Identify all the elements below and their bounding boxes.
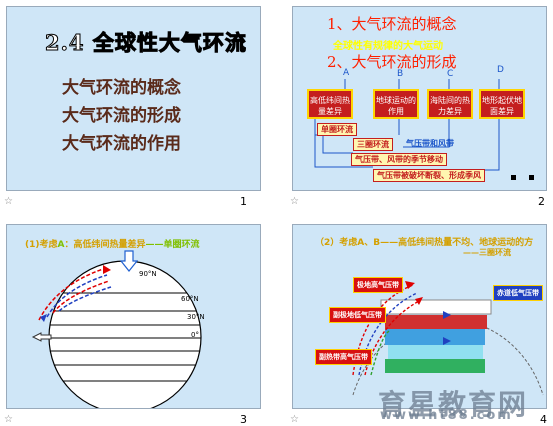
slide-2-thumbnail[interactable]: 1、大气环流的概念 全球性有规律的大气运动 2、大气环流的形成 A B C D … bbox=[292, 6, 547, 191]
slide-1-star-icon[interactable]: ☆ bbox=[4, 196, 13, 207]
slide-2-note-seasonal-shift: 气压带、风带的季节移动 bbox=[351, 153, 447, 166]
slide-2-note-single-cell: 单圈环流 bbox=[317, 123, 357, 136]
slide-2-box-terrain: 地形起伏地面差异 bbox=[479, 89, 525, 119]
watermark-url: www.ht88.com bbox=[380, 408, 513, 423]
slide-3-thumbnail[interactable]: (1)考虑A：高低纬间热量差异——单圈环流 90°N 60°N bbox=[6, 224, 261, 409]
slide-1-line-2: 大气环流的形成 bbox=[62, 106, 181, 126]
slide-2-heading-2: 2、大气环流的形成 bbox=[327, 53, 457, 71]
slide-3-globe-diagram bbox=[31, 250, 202, 408]
slide-1-thumbnail[interactable]: 2.4 全球性大气环流 大气环流的概念 大气环流的形成 大气环流的作用 bbox=[6, 6, 261, 191]
slide-3-heading-a: A bbox=[57, 240, 65, 250]
slide-2-dot-2 bbox=[529, 175, 534, 180]
slide-2-box-land-sea: 海陆间的热力差异 bbox=[427, 89, 473, 119]
slide-3-lat-30: 30°N bbox=[187, 313, 205, 321]
watermark-title: 育星教育网 bbox=[378, 388, 529, 421]
slide-3-number: 3 bbox=[240, 413, 247, 426]
slide-1-number: 1 bbox=[240, 195, 247, 208]
slide-4-label-polar-high: 极地高气压带 bbox=[353, 277, 403, 293]
slide-2-heading-1: 1、大气环流的概念 bbox=[327, 15, 457, 33]
slide-4-three-cell-diagram bbox=[352, 281, 544, 396]
slide-2-box-earth-motion: 地球运动的作用 bbox=[373, 89, 419, 119]
slide-2-label-b: B bbox=[397, 69, 404, 79]
slide-2-dot-1 bbox=[511, 175, 516, 180]
slide-4-heading-tail: ——三圈环流 bbox=[463, 248, 511, 257]
slide-3-heading: (1)考虑A：高低纬间热量差异——单圈环流 bbox=[25, 237, 200, 250]
slide-2-subtitle: 全球性有规律的大气运动 bbox=[333, 41, 443, 52]
slide-3-lat-60: 60°N bbox=[181, 295, 199, 303]
slide-3-star-icon[interactable]: ☆ bbox=[4, 414, 13, 425]
slide-2-number: 2 bbox=[538, 195, 545, 208]
slide-2-label-d: D bbox=[497, 65, 504, 75]
slide-2-note-monsoon: 气压带被破坏断裂、形成季风 bbox=[373, 169, 485, 182]
slide-3-heading-tail: ——单圈环流 bbox=[145, 240, 200, 250]
slide-2-note-three-cell: 三圈环流 bbox=[353, 138, 393, 151]
slide-3-lat-0: 0° bbox=[191, 331, 199, 339]
slide-1-line-1: 大气环流的概念 bbox=[62, 78, 181, 98]
slide-1-title: 2.4 全球性大气环流 bbox=[45, 30, 247, 56]
slide-2-note-belts: 气压带和风带 bbox=[406, 139, 454, 148]
slide-3-lat-90: 90°N bbox=[139, 270, 157, 278]
slide-3-heading-prefix: (1)考虑 bbox=[25, 240, 58, 250]
slide-4-label-subtropical-high: 副热带高气压带 bbox=[315, 349, 372, 365]
slide-4-thumbnail[interactable]: （2）考虑A、B——高低纬间热量不均、地球运动的方 ——三圈环流 极地高气压带 … bbox=[292, 224, 547, 409]
slide-4-label-equatorial-low: 赤道低气压带 bbox=[493, 285, 543, 301]
slide-3-heading-main: ：高低纬间热量差异 bbox=[64, 240, 146, 250]
slide-4-heading: （2）考虑A、B——高低纬间热量不均、地球运动的方 bbox=[315, 238, 534, 248]
slide-2-label-c: C bbox=[447, 69, 454, 79]
slide-4-star-icon[interactable]: ☆ bbox=[290, 414, 299, 425]
slide-2-label-a: A bbox=[343, 68, 350, 78]
slide-2-box-heat-difference: 高低纬间热量差异 bbox=[307, 89, 353, 119]
slide-2-star-icon[interactable]: ☆ bbox=[290, 196, 299, 207]
slide-4-label-subpolar-low: 副极地低气压带 bbox=[329, 307, 386, 323]
slide-1-line-3: 大气环流的作用 bbox=[62, 134, 181, 154]
slide-4-number: 4 bbox=[540, 413, 547, 426]
